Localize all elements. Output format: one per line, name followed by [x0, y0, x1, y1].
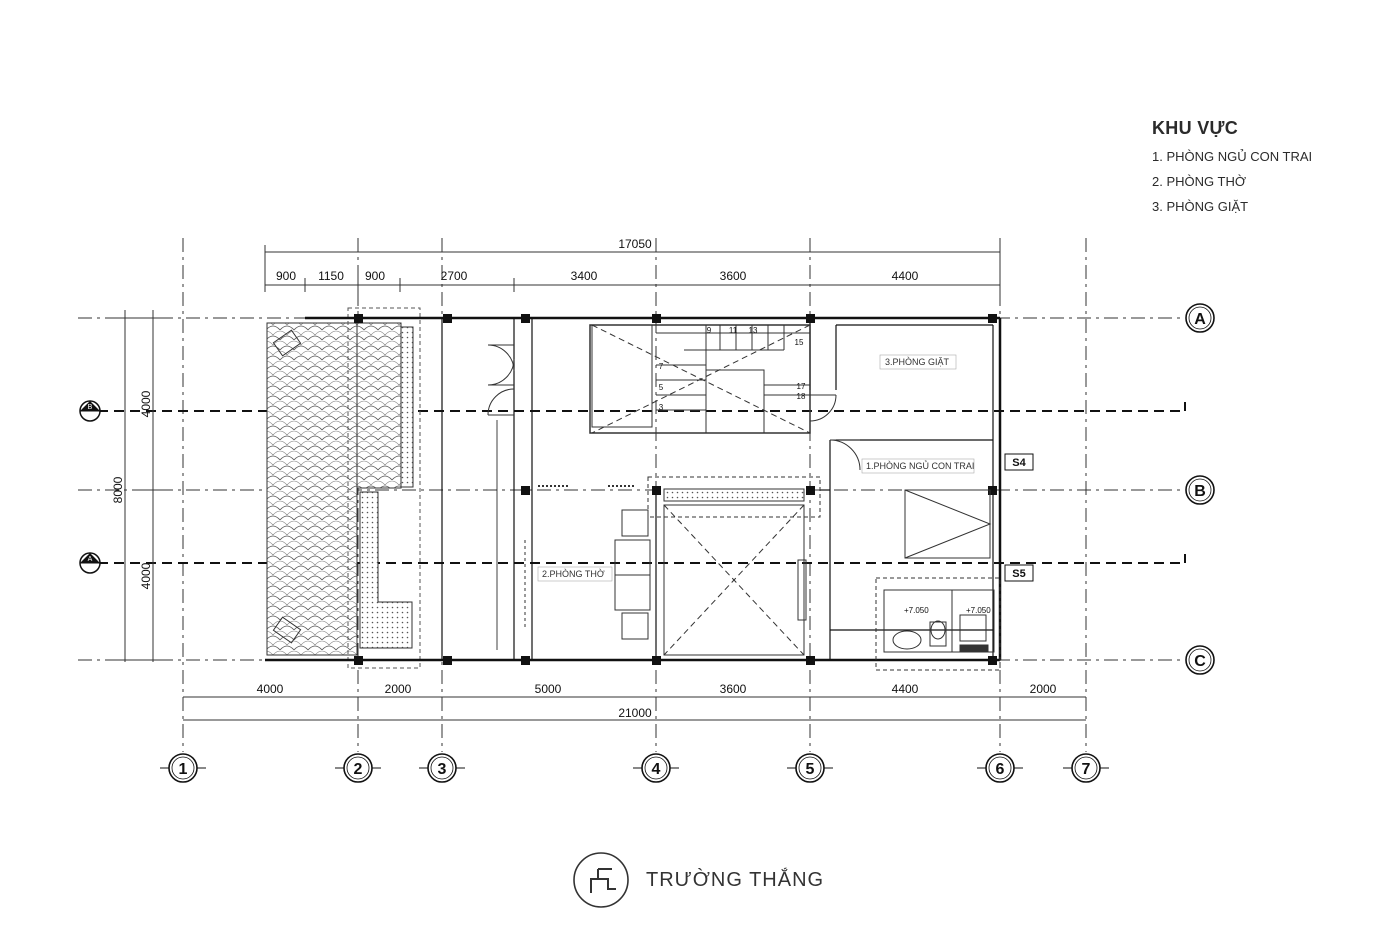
floor-levels: +7.050 +7.050: [904, 606, 991, 615]
dim-left-2: 4000: [139, 562, 153, 589]
dim-left-total: 8000: [111, 476, 125, 503]
row-bubbles: A B C: [1185, 303, 1215, 675]
stair-step-15: 15: [795, 338, 804, 347]
structural-columns: [354, 314, 997, 665]
planter-lower: [359, 491, 413, 649]
brand-logo-icon: [573, 852, 629, 908]
dim-top-7: 4400: [892, 269, 919, 283]
stair-step-11: 11: [729, 326, 738, 335]
roof-vent-1: [272, 329, 302, 357]
dim-top-2: 1150: [318, 269, 344, 283]
dim-top-6: 3600: [720, 269, 747, 283]
column-bubbles: 1 2 3 4 5 6 7: [160, 753, 1109, 783]
section-mark-b: B: [88, 404, 93, 411]
altar-furniture: [524, 485, 651, 640]
section-markers: B A: [79, 400, 101, 574]
area-legend: KHU VỰC 1. PHÒNG NGỦ CON TRAI 2. PHÒNG T…: [1152, 118, 1382, 224]
dim-top-1: 900: [276, 269, 296, 283]
dim-top-3: 900: [365, 269, 385, 283]
legend-item-laundry: 3. PHÒNG GIẶT: [1152, 199, 1249, 214]
roof-tiles: [266, 322, 358, 656]
col-label-2: 2: [354, 761, 363, 778]
dimension-labels: 17050 900 1150 900 2700 3400 3600 4400 4…: [111, 237, 1057, 720]
dim-left-1: 4000: [139, 390, 153, 417]
stair-numbers: 9 11 13 15 7 5 3 17 18: [659, 326, 806, 412]
stair-step-3: 3: [659, 403, 664, 412]
room-bedroom-label: 1.PHÒNG NGỦ CON TRAI: [866, 460, 974, 471]
col-label-6: 6: [996, 761, 1005, 778]
stair-step-17: 17: [797, 382, 806, 391]
stair-step-5: 5: [659, 383, 664, 392]
interior-walls: [496, 318, 994, 660]
dim-bottom-4: 3600: [720, 682, 747, 696]
stair-void: [589, 324, 811, 434]
level-wc-1: +7.050: [904, 606, 929, 615]
brand-name: TRƯỜNG THẮNG: [646, 868, 825, 891]
legend-item-bedroom: 1. PHÒNG NGỦ CON TRAI: [1152, 149, 1313, 164]
stair-step-13: 13: [749, 326, 758, 335]
dim-total-top: 17050: [618, 237, 652, 251]
dimension-lines: [118, 245, 1086, 721]
row-label-a: A: [1194, 311, 1206, 328]
room-laundry-label: 3.PHÒNG GIẶT: [885, 357, 950, 367]
row-label-b: B: [1194, 483, 1206, 500]
dim-bottom-5: 4400: [892, 682, 919, 696]
dim-total-bottom: 21000: [618, 706, 652, 720]
dim-top-4: 2700: [441, 269, 468, 283]
col-label-4: 4: [652, 761, 661, 778]
section-mark-a: A: [88, 556, 93, 563]
lower-void: [647, 476, 821, 656]
col-label-5: 5: [806, 761, 815, 778]
brand-logo: TRƯỜNG THẮNG: [572, 851, 824, 909]
legend-title: KHU VỰC: [1152, 118, 1239, 138]
row-label-c: C: [1194, 653, 1206, 670]
tag-s4: S4: [1012, 457, 1026, 469]
bedroom-fixtures: [875, 489, 1001, 671]
dim-top-5: 3400: [571, 269, 598, 283]
horizontal-grid-lines: [78, 317, 1185, 661]
col-label-1: 1: [179, 761, 188, 778]
dim-bottom-6: 2000: [1030, 682, 1057, 696]
tag-s5: S5: [1012, 568, 1025, 580]
room-worship-label: 2.PHÒNG THỜ: [542, 569, 605, 579]
balcony-outline: [347, 307, 421, 669]
doors: [487, 344, 861, 471]
stair-step-7: 7: [659, 362, 664, 371]
window-tags: S4 S5: [1004, 453, 1034, 582]
dim-bottom-3: 5000: [535, 682, 562, 696]
dim-bottom-2: 2000: [385, 682, 412, 696]
level-wc-2: +7.050: [966, 606, 991, 615]
stair-step-18: 18: [797, 392, 806, 401]
dim-bottom-1: 4000: [257, 682, 284, 696]
planter-upper: [400, 326, 414, 488]
col-label-3: 3: [438, 761, 447, 778]
col-label-7: 7: [1082, 761, 1091, 778]
roof-vent-2: [272, 616, 302, 644]
roof-tiles-upper: [356, 322, 402, 489]
legend-item-worship: 2. PHÒNG THỜ: [1152, 174, 1246, 189]
stair-step-9: 9: [707, 326, 712, 335]
room-labels: 3.PHÒNG GIẶT 1.PHÒNG NGỦ CON TRAI 2.PHÒN…: [537, 354, 974, 582]
